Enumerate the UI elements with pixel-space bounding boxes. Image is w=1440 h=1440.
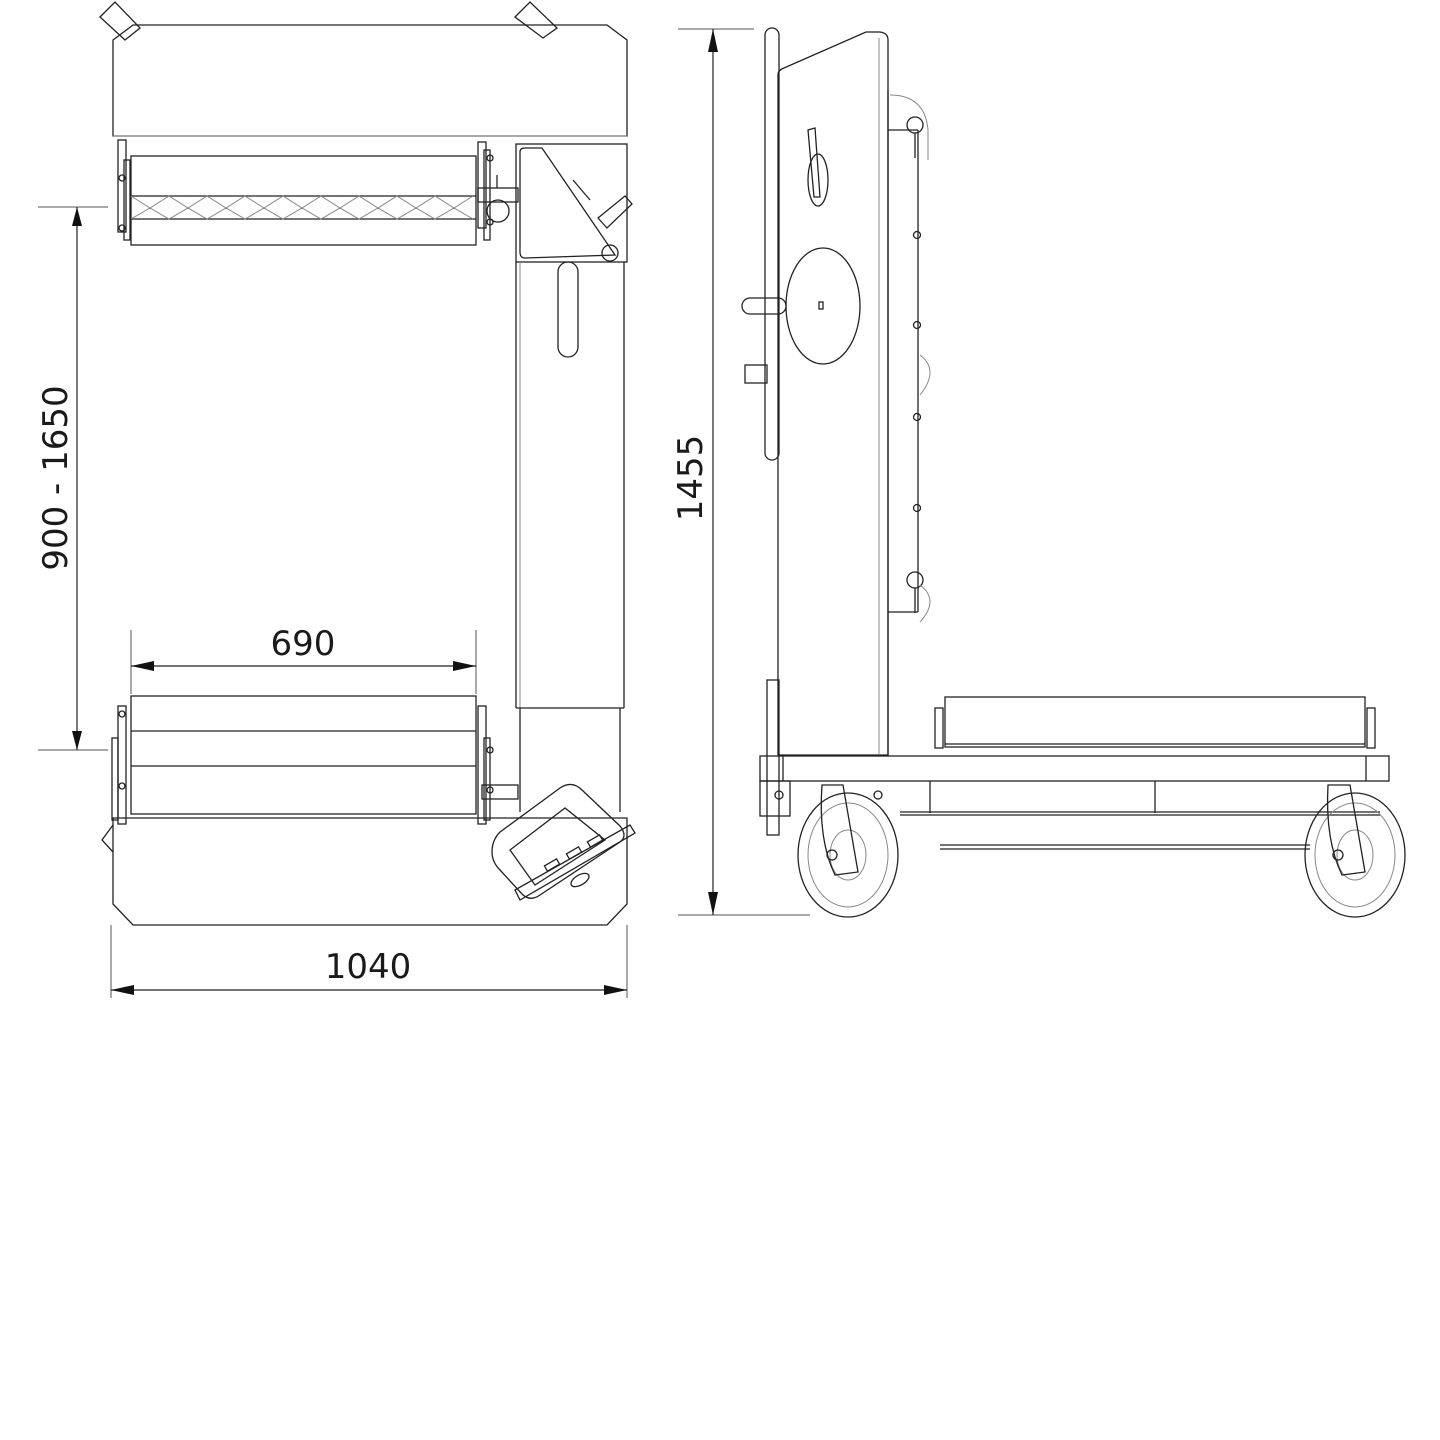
column — [515, 261, 625, 812]
side-upright — [741, 31, 931, 756]
top-view: 900 - 1650 690 1040 — [36, 1, 636, 998]
overall-height-label: 1455 — [671, 435, 711, 522]
overall-width-label: 1040 — [325, 947, 412, 987]
lower-roller — [111, 695, 519, 825]
dimension-overall-width: 1040 — [110, 925, 628, 998]
side-handle-post — [744, 27, 780, 836]
front-wheel — [797, 784, 899, 918]
top-left-handle — [99, 1, 141, 41]
control-box — [515, 143, 633, 263]
dimension-height-range: 900 - 1650 — [36, 206, 108, 751]
side-base-frame — [759, 755, 1390, 850]
hinge-block — [477, 175, 519, 223]
push-handle — [491, 783, 636, 901]
side-roller — [934, 696, 1376, 749]
roller-width-label: 690 — [271, 624, 336, 664]
rear-wheel — [1304, 784, 1406, 918]
dimension-overall-height: 1455 — [671, 28, 810, 916]
side-view: 1455 — [671, 27, 1406, 918]
upper-roller — [117, 139, 494, 246]
top-right-handle — [514, 1, 559, 39]
height-range-label: 900 - 1650 — [36, 385, 76, 570]
dimension-roller-width: 690 — [130, 624, 477, 694]
